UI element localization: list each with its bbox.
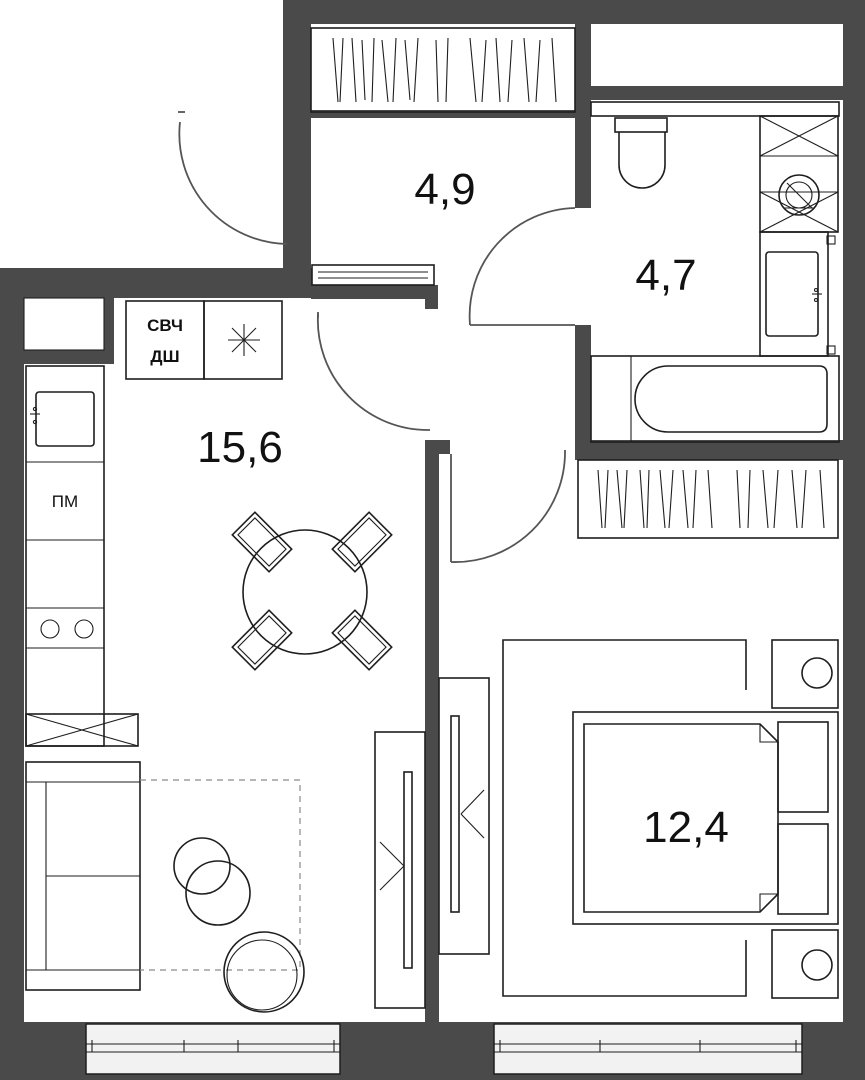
window-bedroom [493,1023,803,1075]
bathroom-door [468,207,576,326]
fridge-icon [228,324,260,356]
bathroom-sink [759,231,836,357]
bedroom-wardrobe [577,459,839,539]
kitchen-living-area-label: 15,6 [197,423,283,472]
bathtub [590,355,840,443]
appliance-column: СВЧ ДШ [125,300,283,380]
kitchen-niche [23,297,105,351]
bedroom-rug [502,639,747,997]
hall-area-label: 4,9 [414,165,475,214]
hall-wardrobe [310,27,576,113]
nightstand-bottom [771,929,839,999]
nightstand-top [771,639,839,709]
toilet [614,117,668,189]
hall-radiator [311,264,435,286]
kitchen-door [316,312,431,431]
sofa [25,761,141,991]
kitchen-counter: ПМ [25,365,105,747]
bathroom-area-label: 4,7 [635,251,696,300]
water-heater-icon [778,174,820,216]
tv-stand-bedroom [438,677,490,955]
entrance-door [178,111,288,245]
coffee-table [173,837,251,926]
bed [572,711,839,925]
tv-stand-living [374,731,426,1009]
bedroom-area-label: 12,4 [643,803,729,852]
microwave-label: СВЧ [147,316,183,335]
dishwasher-label: ПМ [52,492,78,511]
oven-label: ДШ [150,347,179,366]
armchair [223,931,305,1013]
bathroom-shaft [590,101,840,233]
rug [140,779,301,971]
dining-table [231,511,393,671]
bedroom-door [450,449,566,563]
window-kitchen [85,1023,341,1075]
kitchen-radiator [25,713,139,747]
